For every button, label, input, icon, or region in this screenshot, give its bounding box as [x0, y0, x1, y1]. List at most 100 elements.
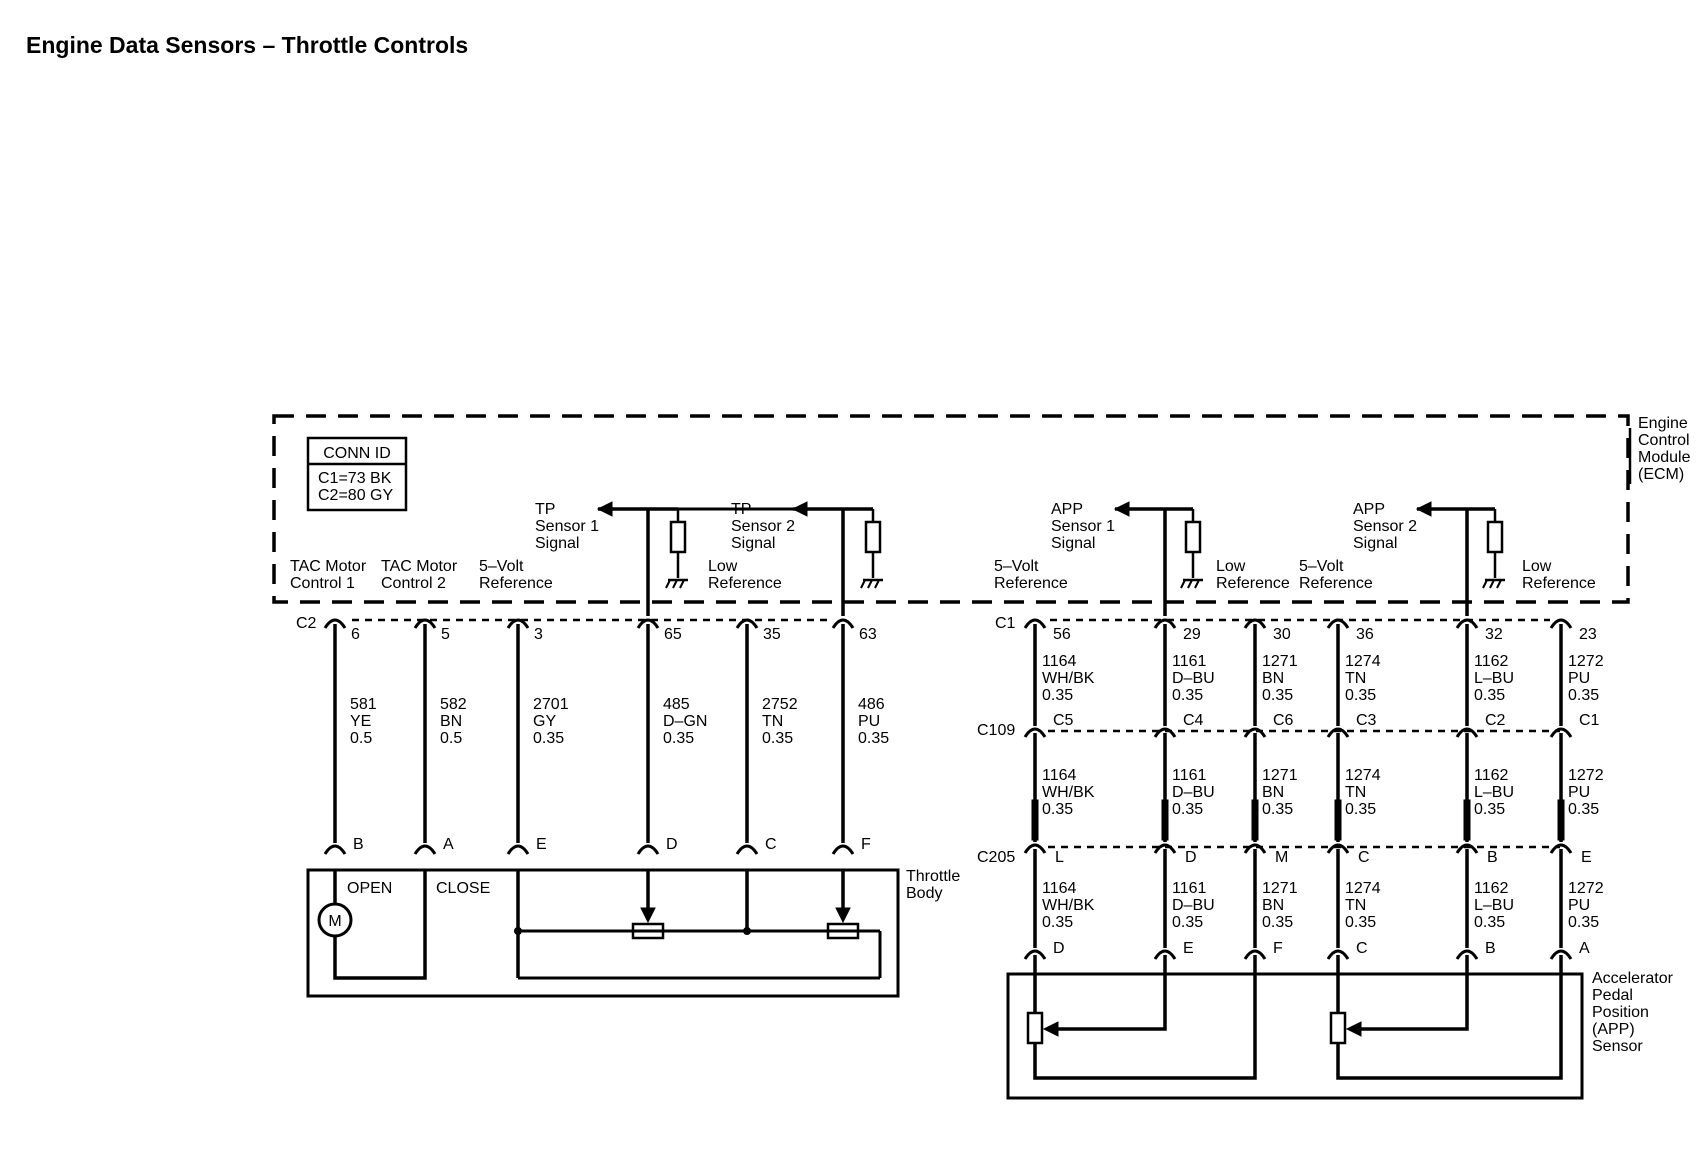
app-cavity-app2	[1455, 949, 1479, 960]
pullup-resistor-tp2	[864, 520, 882, 554]
wire-label-tac1-line: 0.5	[350, 730, 372, 747]
wire-label2-app_vref2-line: 0.35	[1345, 801, 1376, 818]
wire-label1-app2-line: L–BU	[1474, 670, 1514, 687]
c205-pin-app_vref2: C	[1358, 849, 1370, 866]
ecm-label-line: (ECM)	[1638, 466, 1684, 483]
app-sensor-label-line: (APP)	[1592, 1021, 1635, 1038]
wire-label-tac2-line: BN	[440, 713, 462, 730]
wire-label3-app_vref2-line: TN	[1345, 897, 1366, 914]
wire-label1-app_low2-line: 0.35	[1568, 687, 1599, 704]
app1-low-lead	[1033, 955, 1257, 1080]
wire-label3-app1-line: D–BU	[1172, 897, 1215, 914]
app-pin-app_vref2: C	[1356, 940, 1368, 957]
wire-label2-app_low2-line: 0.35	[1568, 801, 1599, 818]
wire-label3-app_vref1-line: 0.35	[1042, 914, 1073, 931]
c1-cavity-app_low2	[1549, 618, 1573, 629]
signal-label-tp2-line: TP	[731, 501, 751, 518]
ground-app2-tick	[1482, 579, 1488, 589]
wire-label3-app_vref1-line: WH/BK	[1042, 897, 1095, 914]
ecm-label-line: Control	[1638, 432, 1690, 449]
c205-cavity-app_low1	[1243, 843, 1267, 854]
wire-label2-app2-line: 1162	[1474, 767, 1509, 784]
c109-pin-app1: C4	[1183, 712, 1204, 729]
c205-pin-app2: B	[1487, 849, 1498, 866]
wire-label-vref-line: GY	[533, 713, 556, 730]
c109-cavity-app_low1	[1243, 727, 1267, 738]
signal-label-app2-line: APP	[1353, 501, 1385, 518]
c2-pin-tac1: 6	[351, 626, 360, 643]
c1-cavity-app2	[1455, 618, 1479, 629]
c1-pin-app1: 29	[1183, 626, 1201, 643]
motor-letter: M	[328, 913, 341, 930]
c1-pin-app2: 32	[1485, 626, 1503, 643]
c109-cavity-app_low2	[1549, 727, 1573, 738]
wire-label-vref-line: 2701	[533, 696, 569, 713]
motor-open-label: OPEN	[347, 880, 392, 897]
wire-label1-app_vref1-line: WH/BK	[1042, 670, 1095, 687]
page-title: Engine Data Sensors – Throttle Controls	[26, 32, 469, 58]
tb-pin-tp2: F	[861, 836, 871, 853]
ecm-circuit-label-app_low2-line: Low	[1522, 558, 1552, 575]
signal-label-app1-line: Sensor 1	[1051, 518, 1115, 535]
tb-pin-tac2: A	[443, 836, 454, 853]
ecm-circuit-label-lowref-line: Reference	[708, 575, 782, 592]
app1-wiper-arrow	[1042, 1021, 1059, 1037]
wire-label2-app_low1-line: 0.35	[1262, 801, 1293, 818]
tb-cavity-lowref	[735, 844, 759, 855]
app2-wiper-lead	[1359, 955, 1469, 1031]
signal-label-app2-line: Signal	[1353, 535, 1397, 552]
c109-connector-label: C109	[977, 722, 1015, 739]
wire-label2-app_vref1-line: 0.35	[1042, 801, 1073, 818]
wire-label1-app_vref1-line: 0.35	[1042, 687, 1073, 704]
app-sensor-label-line: Position	[1592, 1004, 1649, 1021]
c109-pin-app_vref1: C5	[1053, 712, 1074, 729]
wire-label-tac2-line: 0.5	[440, 730, 462, 747]
wire-label-tac1-line: 581	[350, 696, 377, 713]
app-sensor-label-line: Accelerator	[1592, 970, 1674, 987]
c2-cavity-lowref	[735, 618, 759, 629]
wire-label-vref-line: 0.35	[533, 730, 564, 747]
wire-label-lowref-line: TN	[762, 713, 783, 730]
wire-label1-app_low1-line: 1271	[1262, 653, 1298, 670]
app-cavity-app1	[1153, 949, 1177, 960]
c205-pin-app_low1: M	[1275, 849, 1288, 866]
ground-app2-tick	[1496, 579, 1502, 589]
conn-id-line2: C2=80 GY	[318, 487, 393, 504]
wire-label1-app2-line: 0.35	[1474, 687, 1505, 704]
wire-label2-app2-line: L–BU	[1474, 784, 1514, 801]
c2-pin-lowref: 35	[763, 626, 781, 643]
ecm-circuit-label-app_vref2-line: 5–Volt	[1299, 558, 1344, 575]
c2-cavity-vref	[506, 618, 530, 629]
signal-label-app1-line: Signal	[1051, 535, 1095, 552]
wire-label3-app_vref1-line: 1164	[1042, 880, 1077, 897]
ecm-label-line: Module	[1638, 449, 1691, 466]
wire-label-tp1-line: 0.35	[663, 730, 694, 747]
tp-wiper-arrow-tp1	[640, 907, 656, 924]
c2-pin-tp2: 63	[859, 626, 877, 643]
tb-pin-tac1: B	[353, 836, 364, 853]
wire-label3-app_low1-line: BN	[1262, 897, 1284, 914]
pullup-resistor-tp1	[669, 520, 687, 554]
ground-tp1	[665, 578, 688, 589]
signal-label-app1-line: APP	[1051, 501, 1083, 518]
ecm-module-boundary	[272, 414, 1630, 604]
wire-label1-app_low2-line: PU	[1568, 670, 1590, 687]
signal-label-tp1-line: TP	[535, 501, 555, 518]
c2-connector-label: C2	[296, 615, 317, 632]
